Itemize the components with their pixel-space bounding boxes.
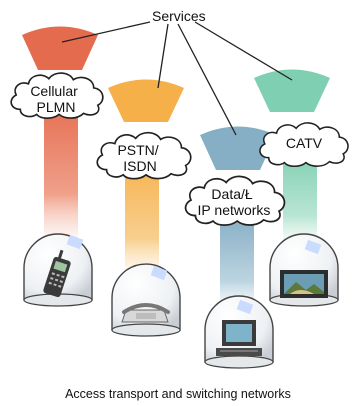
- service-connector-lines: [61, 21, 293, 136]
- diagram-caption: Access transport and switching networks: [65, 387, 291, 401]
- dome-data: [204, 295, 274, 369]
- telephone-icon: [121, 303, 170, 323]
- pillar-pstn: [108, 79, 184, 295]
- cellular-label: Cellular PLMN: [30, 83, 81, 115]
- dome-catv: [269, 233, 339, 307]
- dome-pstn: [111, 263, 181, 337]
- data-ip-label: Data/Ł IP networks: [198, 186, 271, 218]
- catv-label: CATV: [286, 135, 323, 151]
- dome-cellular: [23, 233, 93, 307]
- mobile-phone-icon: [43, 249, 71, 298]
- services-title: Services: [152, 8, 206, 24]
- pstn-label: PSTN/ ISDN: [117, 142, 162, 174]
- computer-icon: [216, 320, 262, 356]
- television-icon: [280, 270, 328, 298]
- pillar-cellular: [22, 26, 98, 260]
